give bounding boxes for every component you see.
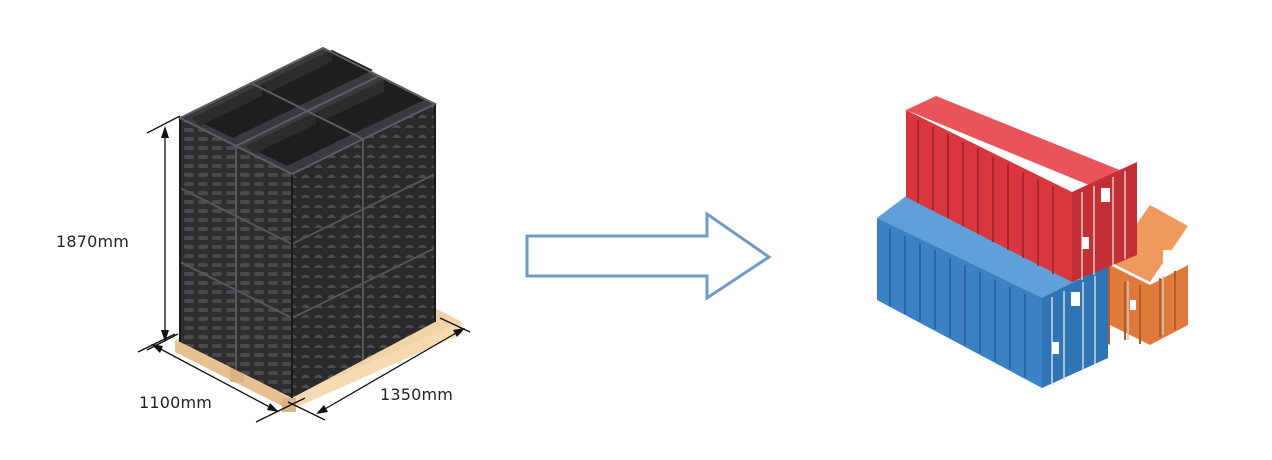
shipping-containers-illustration (877, 96, 1188, 388)
length-dimension-line (287, 317, 471, 421)
red-container (906, 96, 1137, 282)
height-dimension-label: 1870mm (56, 232, 130, 251)
pallet-stack-illustration (137, 46, 471, 423)
width-dimension-label: 1100mm (139, 393, 213, 412)
width-dimension-line (137, 333, 306, 423)
crate-stack-top (177, 46, 438, 176)
arrow-right-icon (525, 211, 772, 301)
height-dimension-line (146, 115, 181, 351)
blue-container (877, 196, 1108, 388)
length-dimension-label: 1350mm (380, 385, 454, 404)
